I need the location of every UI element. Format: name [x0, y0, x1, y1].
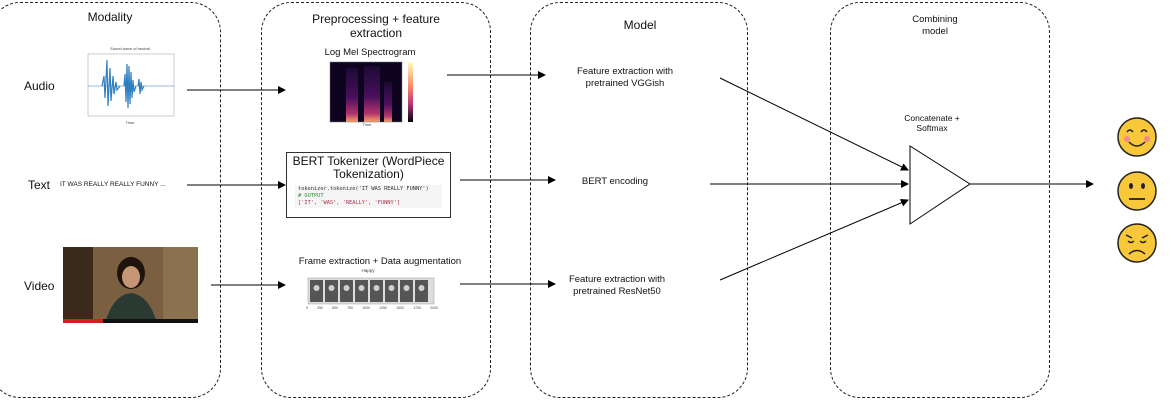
text-label: Text [28, 178, 51, 192]
tokenizer-code-block: tokenizer.tokenize('IT WAS REALLY FUNNY'… [295, 185, 442, 208]
bert-model-label: BERT encoding [581, 176, 649, 187]
spectrogram-xlabel: Time [362, 122, 372, 127]
audio-label: Audio [24, 79, 55, 93]
modality-panel [0, 2, 221, 398]
spectrogram-image: Time [312, 58, 432, 128]
bert-tokenizer-title: BERT Tokenizer (WordPiece Tokenization) [292, 154, 445, 181]
bert-tokenizer-box: BERT Tokenizer (WordPiece Tokenization) … [286, 152, 451, 218]
frame-tick: 1750 [413, 306, 421, 310]
happy-face-icon [1117, 117, 1157, 157]
waveform-title: Sound wave of neutral [110, 46, 150, 51]
frame-tick: 1250 [379, 306, 388, 310]
arrow-vggish-to-combiner [719, 77, 909, 171]
code-line-1: tokenizer.tokenize('IT WAS REALLY FUNNY'… [298, 186, 429, 192]
frame-extraction-image: Happy 0 250 500 750 1000 1250 1500 1750 … [298, 268, 438, 316]
model-title: Model [623, 18, 657, 32]
frame-tick: 1000 [362, 306, 371, 310]
frame-tick: 0 [306, 306, 308, 310]
preprocessing-panel [261, 2, 491, 398]
video-label: Video [24, 279, 55, 293]
frame-label: Happy [361, 268, 375, 273]
combiner-label: Concatenate + Softmax [904, 113, 960, 133]
modality-title: Modality [87, 10, 133, 24]
frame-tick: 750 [347, 306, 354, 310]
spectrogram-title: Log Mel Spectrogram [324, 47, 416, 58]
resnet-model-label: Feature extraction with pretrained ResNe… [568, 274, 666, 297]
text-sample: IT WAS REALLY REALLY FUNNY ... [60, 181, 166, 188]
code-line-2: # OUTPUT [298, 193, 324, 199]
frame-tick: 2000 [430, 306, 438, 310]
vggish-model-label: Feature extraction with pretrained VGGis… [576, 66, 674, 89]
model-panel [530, 2, 748, 398]
combining-title: Combining model [912, 14, 958, 37]
combiner-triangle [909, 145, 971, 225]
neutral-face-icon [1117, 171, 1157, 211]
audio-waveform-image: Sound wave of neutral Time [80, 46, 180, 128]
combining-panel [830, 2, 1050, 398]
frame-x-ticks: 0 250 500 750 1000 1250 1500 1750 2000 [306, 306, 438, 310]
frame-tick: 500 [332, 306, 339, 310]
preprocessing-title: Preprocessing + feature extraction [312, 12, 440, 40]
frame-tick: 1500 [396, 306, 404, 310]
sad-face-icon [1117, 223, 1157, 263]
frame-tick: 250 [317, 306, 323, 310]
arrow-resnet-to-combiner [719, 199, 909, 281]
code-line-3: ['IT', 'WAS', 'REALLY', 'FUNNY'] [298, 200, 401, 206]
video-thumbnail [63, 247, 198, 323]
waveform-xlabel: Time [125, 120, 135, 125]
frame-extraction-title: Frame extraction + Data augmentation [298, 256, 462, 267]
